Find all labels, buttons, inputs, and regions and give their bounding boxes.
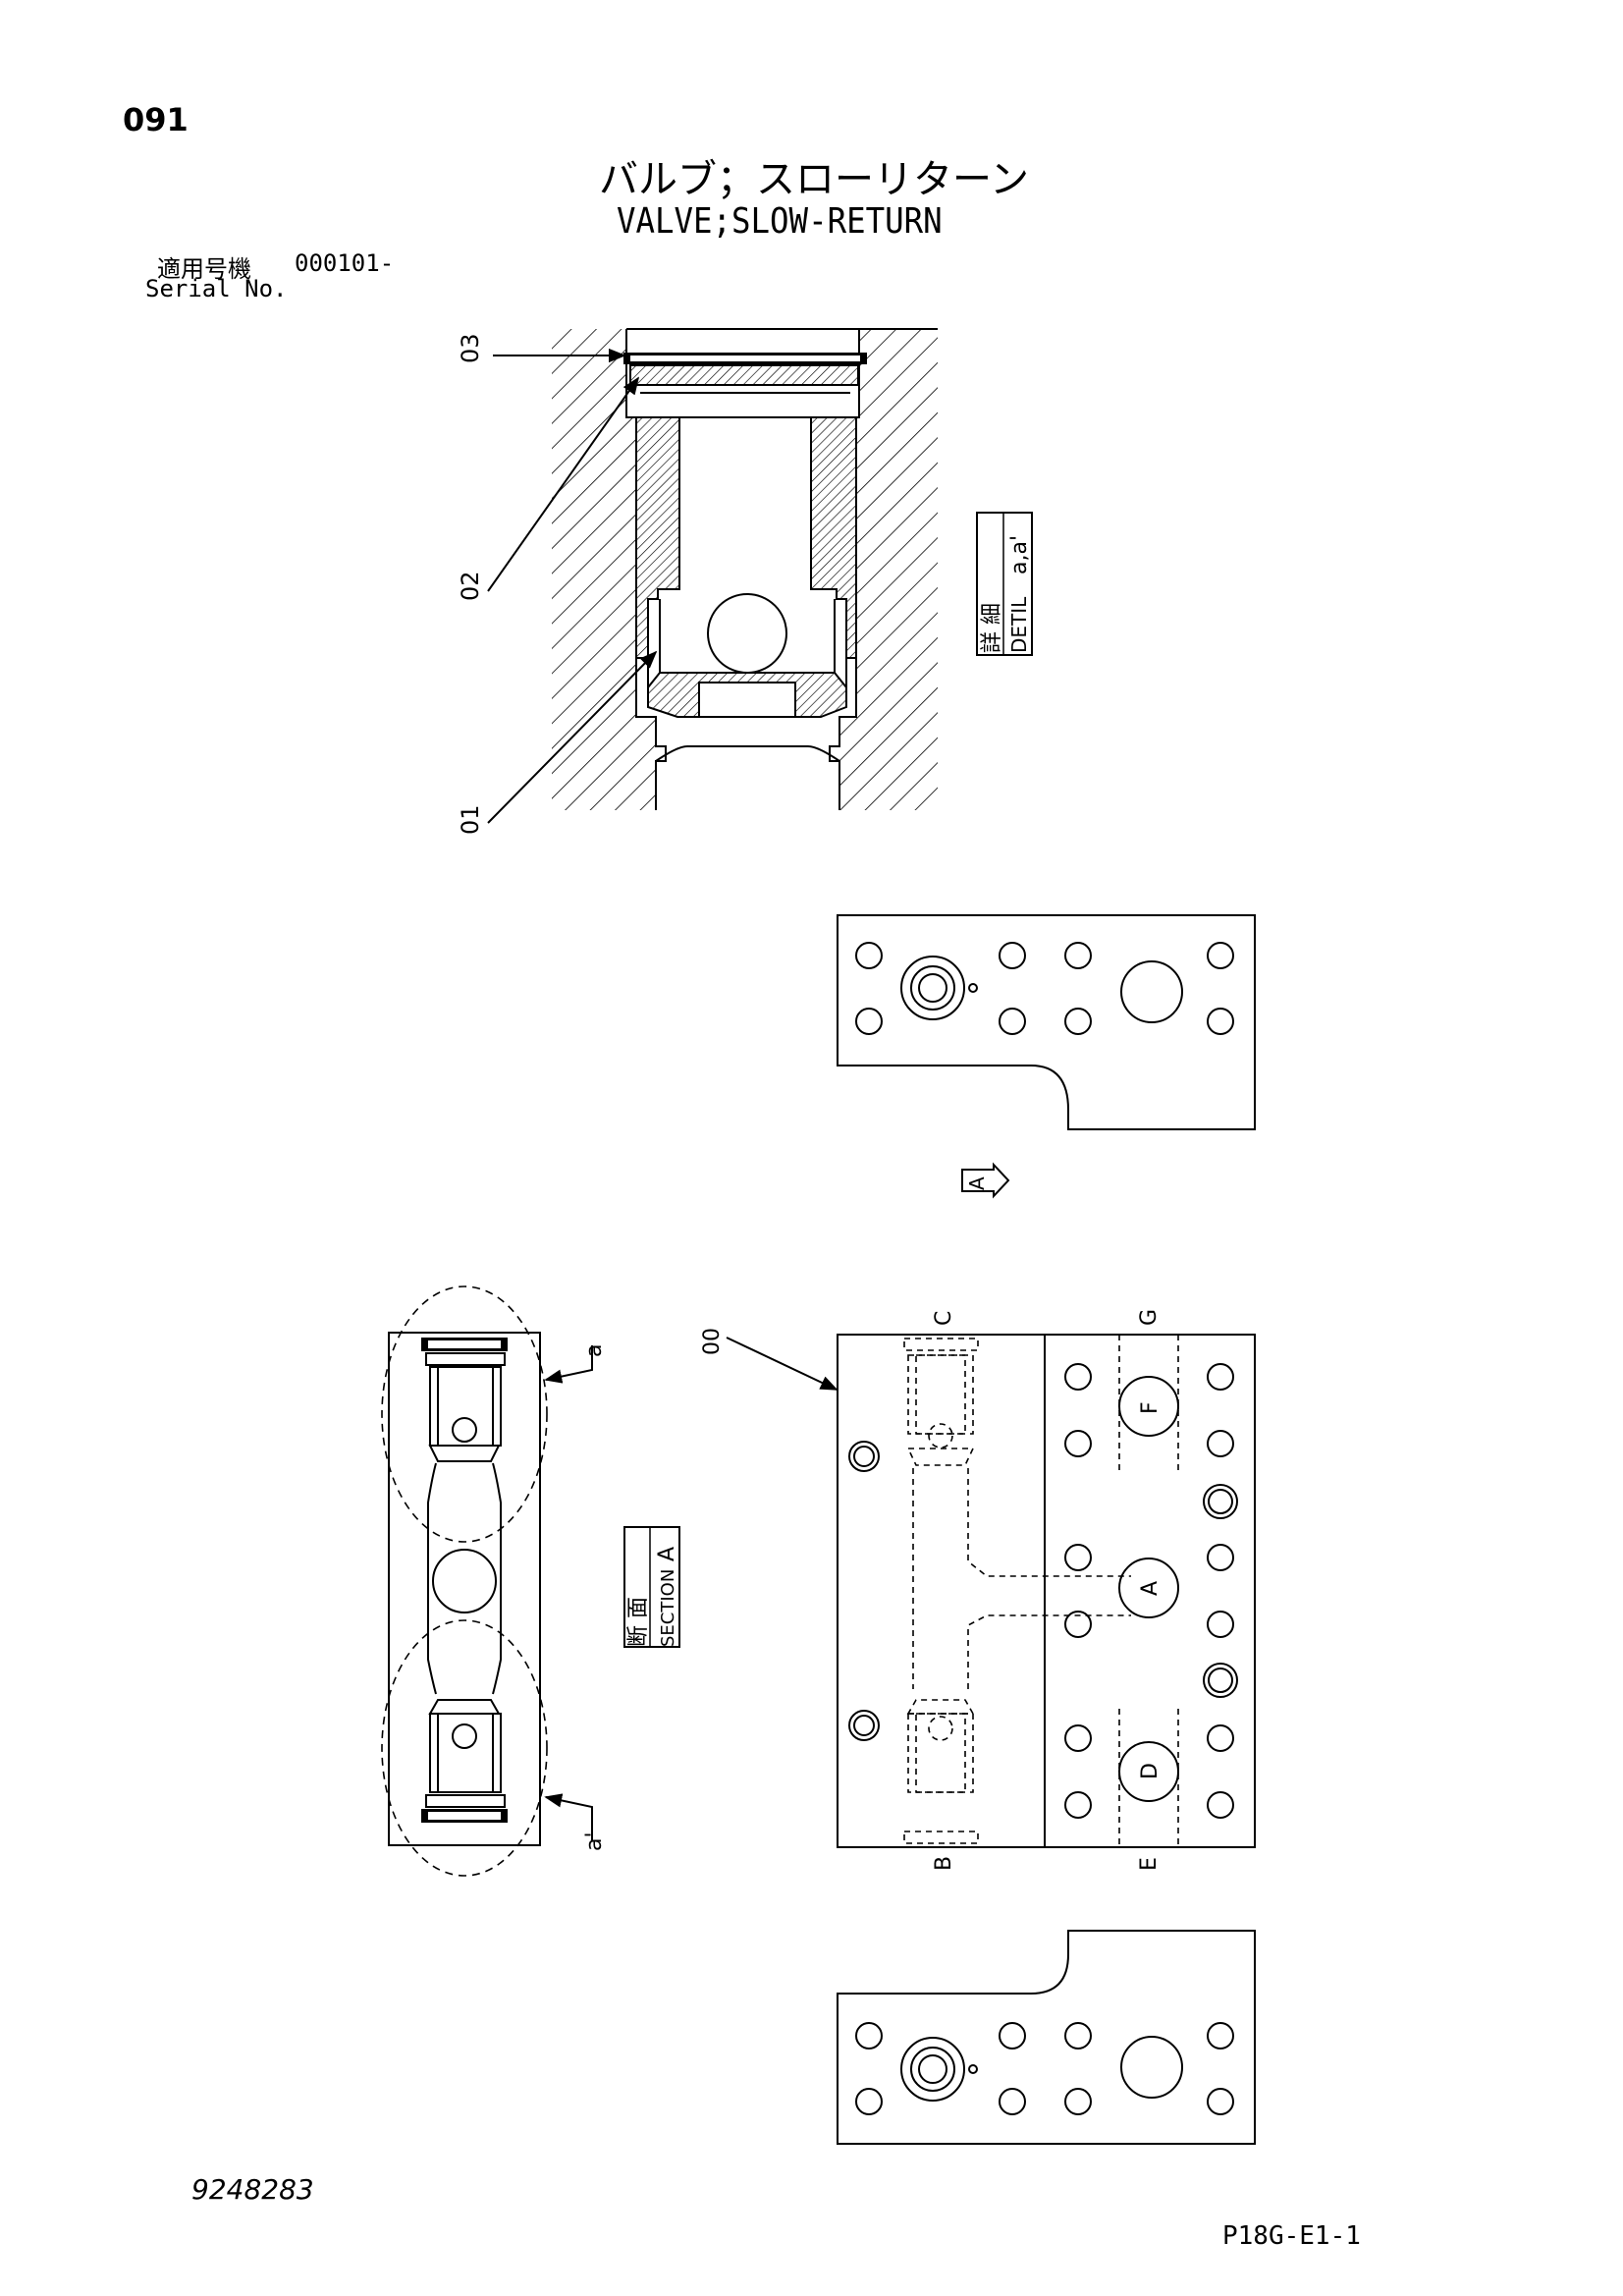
- section-box-en: SECTION: [658, 1569, 678, 1647]
- section-a-view: [381, 1285, 593, 1877]
- detail-box-ref: a,a': [1007, 535, 1032, 574]
- plug: [629, 364, 859, 386]
- drawing-number: 9248283: [191, 2173, 314, 2206]
- title-english: VALVE;SLOW-RETURN: [617, 201, 943, 242]
- callout-a-prime: a': [582, 1831, 607, 1851]
- assembly-label-00: 00: [700, 1328, 725, 1355]
- view-arrow-label: A: [965, 1176, 989, 1190]
- section-box-jp: 断 面: [626, 1597, 651, 1647]
- circle-label-d: D: [1138, 1763, 1163, 1779]
- top-end-view: [837, 914, 1256, 1130]
- view-arrow-a: A: [961, 1162, 1010, 1199]
- section-box: 断 面 A SECTION: [623, 1526, 680, 1648]
- detail-box-en: DETIL: [1007, 596, 1031, 653]
- serial-label-english: Serial No.: [145, 275, 288, 302]
- sheet-code: P18G-E1-1: [1222, 2221, 1361, 2251]
- circle-label-f: F: [1138, 1401, 1163, 1414]
- check-ball: [707, 593, 787, 674]
- detail-box-jp: 詳 細: [980, 603, 1004, 653]
- page-number: 091: [123, 101, 189, 138]
- section-box-ref: A: [655, 1547, 679, 1561]
- sleeve-left: [635, 416, 680, 659]
- part-label-03: 03: [457, 333, 484, 363]
- circle-label-a: A: [1138, 1581, 1163, 1596]
- port-label-e: E: [1137, 1857, 1162, 1871]
- main-front-view: [726, 1334, 1256, 1848]
- port-label-g: G: [1137, 1309, 1162, 1326]
- detail-box: 詳 細 a,a' DETIL: [976, 512, 1033, 656]
- title-japanese: バルブ；スローリターン: [599, 157, 1029, 202]
- housing-left-wall: [552, 329, 666, 810]
- bottom-end-view: [837, 1930, 1256, 2145]
- port-label-b: B: [932, 1856, 956, 1871]
- part-label-02: 02: [457, 571, 484, 601]
- port-label-c: C: [932, 1311, 956, 1326]
- callout-a: a: [582, 1344, 607, 1357]
- detail-view: [487, 328, 938, 824]
- main-view-labels: 00 C G B E F A D: [700, 1309, 1163, 1871]
- section-callouts: a a': [582, 1344, 607, 1851]
- serial-value: 000101-: [295, 249, 395, 277]
- part-labels: 03 02 01: [457, 333, 484, 835]
- serial-label-japanese: 適用号機: [157, 255, 251, 283]
- part-label-01: 01: [457, 804, 484, 835]
